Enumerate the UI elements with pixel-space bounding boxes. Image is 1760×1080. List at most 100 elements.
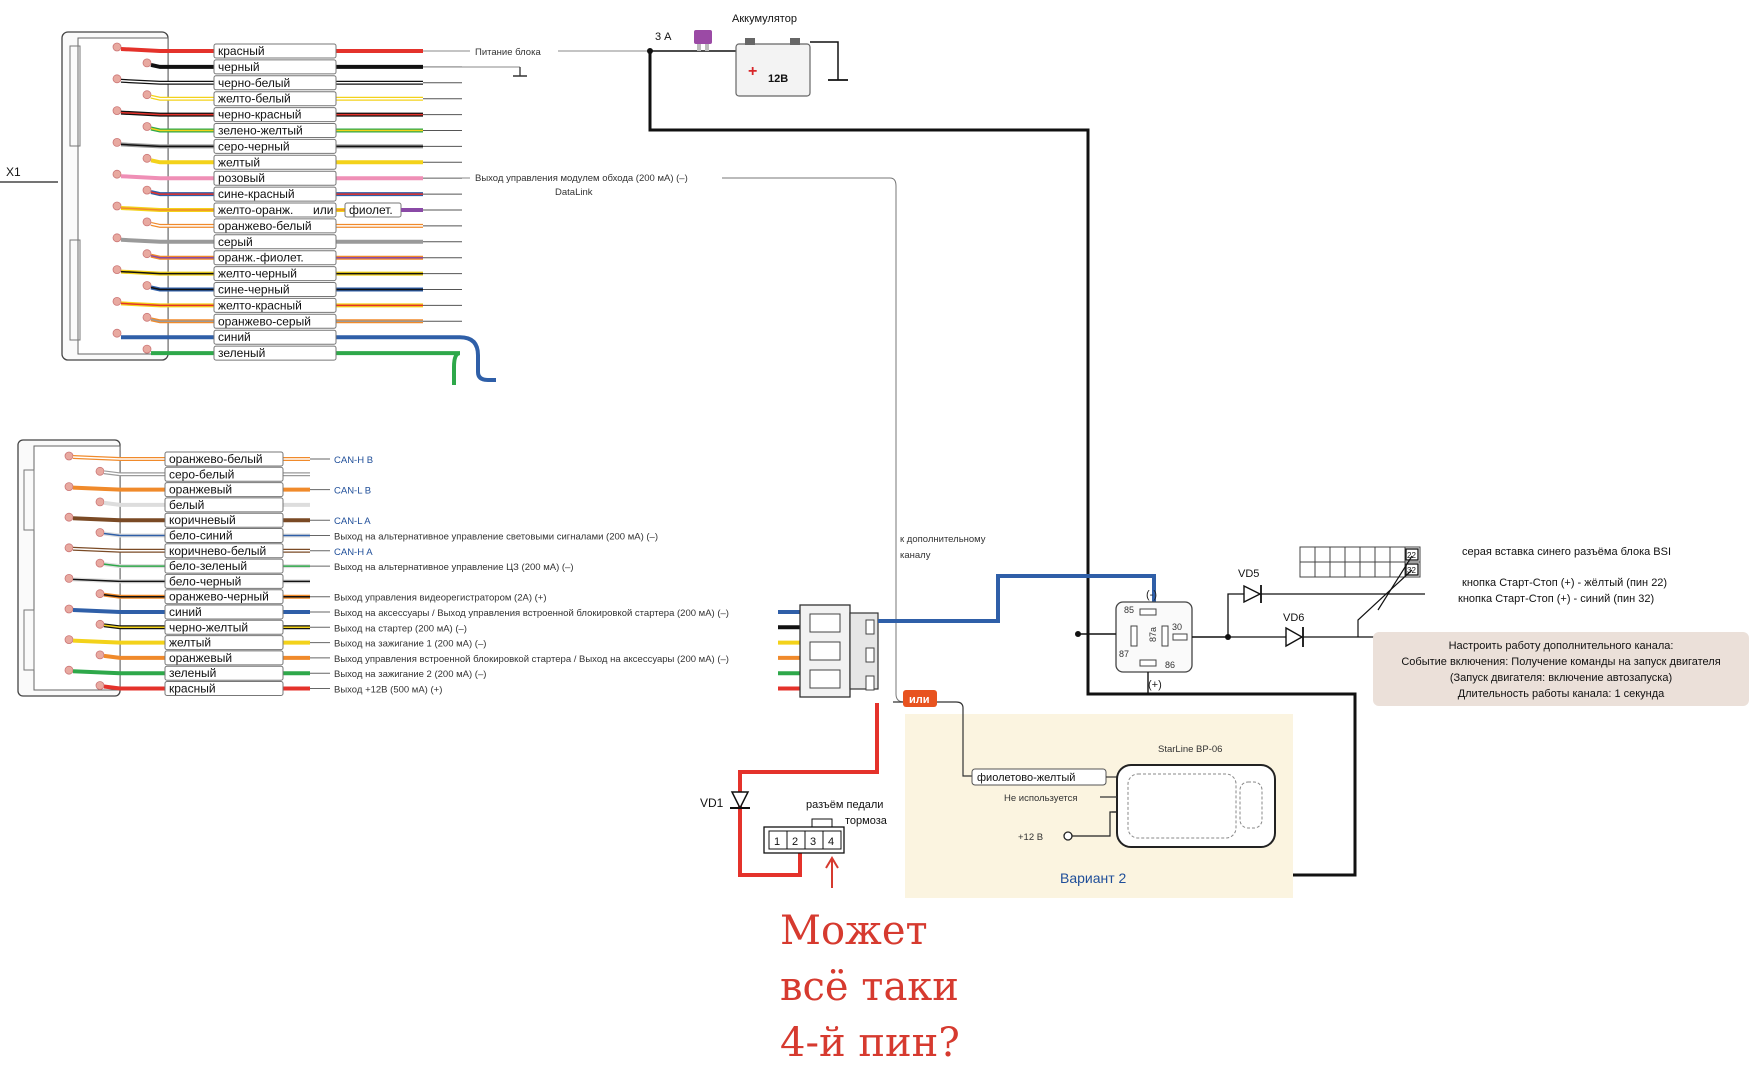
datalink-label: DataLink bbox=[555, 187, 593, 198]
x2-wire: черно-желтый bbox=[95, 619, 310, 635]
wire-label-box bbox=[213, 186, 337, 202]
x1-wire-label: зеленый bbox=[218, 346, 265, 360]
wire-label-box bbox=[213, 170, 337, 186]
x2-wire-desc: Выход на альтернативное управление ЦЗ (2… bbox=[334, 562, 574, 573]
pin-icon bbox=[95, 681, 105, 690]
x1-wire-label: зелено-желтый bbox=[218, 124, 303, 138]
x2-wire-label: оранжевый bbox=[169, 651, 232, 665]
wire-label-box bbox=[213, 91, 337, 107]
x1-wire: оранж.-фиолет. bbox=[142, 249, 462, 266]
battery-title: Аккумулятор bbox=[732, 13, 797, 25]
x2-wire-desc: Выход на аксессуары / Выход управления в… bbox=[334, 608, 729, 619]
note-line-4: Длительность работы канала: 1 секунда bbox=[1458, 688, 1665, 700]
x1-wire-label: желто-белый bbox=[218, 92, 291, 106]
arrow-up-icon bbox=[825, 856, 839, 888]
wire-label-box bbox=[164, 589, 284, 605]
x1-wire-label: красный bbox=[218, 44, 265, 58]
x2-wire: синий bbox=[64, 604, 310, 620]
x1-wire-label: оранжево-серый bbox=[218, 314, 311, 328]
x1-wire-label: черно-белый bbox=[218, 76, 290, 90]
x2-wire: красный bbox=[95, 681, 310, 696]
x1-wire: серо-черный bbox=[112, 137, 462, 154]
x2-wire-label: оранжевый bbox=[169, 483, 232, 497]
x2-wire-label: бело-черный bbox=[169, 574, 241, 588]
vd6-diode-icon bbox=[1285, 626, 1304, 648]
vd5-diode-icon bbox=[1243, 584, 1262, 604]
x2-wire-desc: CAN-L B bbox=[334, 486, 371, 497]
pin-icon bbox=[142, 344, 152, 354]
wire-label-box bbox=[164, 558, 284, 574]
note-line-3: (Запуск двигателя: включение автозапуска… bbox=[1450, 672, 1672, 684]
wire-label-box bbox=[213, 282, 337, 297]
x1-alt-label: фиолет. bbox=[349, 203, 393, 217]
x2-wire-label: черно-желтый bbox=[169, 620, 248, 634]
bsi-connector: 22 32 bbox=[1299, 546, 1421, 578]
pin-icon bbox=[64, 482, 74, 492]
wire-label-box bbox=[213, 345, 337, 361]
relay-pin-87: 87 bbox=[1119, 649, 1129, 659]
x2-wire-label: синий bbox=[169, 605, 202, 619]
wire-label-box bbox=[213, 138, 337, 154]
fuse-icon bbox=[694, 30, 712, 51]
x2-wire: оранжевый bbox=[64, 482, 310, 498]
starline-module bbox=[1116, 764, 1276, 848]
starline-wire-label: фиолетово-желтый bbox=[977, 772, 1075, 784]
x2-wire-label: белый bbox=[169, 498, 204, 512]
pin-icon bbox=[95, 619, 105, 629]
x2-wire-desc: Выход управления встроенной блокировкой … bbox=[334, 654, 729, 665]
starline-device-label: StarLine BP-06 bbox=[1158, 744, 1222, 755]
pin-icon bbox=[95, 466, 105, 476]
x1-wire: розовый bbox=[112, 169, 462, 186]
wire-label-box bbox=[164, 497, 284, 513]
ili-badge: или bbox=[909, 694, 930, 706]
x2-wire-harness: оранжево-белыйсеро-белыйоранжевыйбелыйко… bbox=[64, 451, 310, 696]
x1-wire-label: оранж.-фиолет. bbox=[218, 251, 304, 265]
bypass-output-label: Выход управления модулем обхода (200 мА)… bbox=[475, 173, 688, 184]
x2-wire-desc: CAN-H A bbox=[334, 547, 373, 558]
wire-label-box bbox=[164, 573, 284, 589]
x2-wire: оранжево-белый bbox=[64, 451, 310, 467]
x2-wire: оранжево-черный bbox=[95, 589, 310, 605]
pedal-pin-2: 2 bbox=[792, 836, 798, 848]
x2-wire-label: оранжево-черный bbox=[169, 590, 269, 604]
variant2-title: Вариант 2 bbox=[1060, 870, 1127, 886]
battery-icon: + 12В bbox=[735, 38, 811, 97]
pin-icon bbox=[64, 604, 74, 614]
x2-wire: бело-черный bbox=[64, 573, 310, 589]
x1-label: X1 bbox=[6, 165, 21, 179]
pin-icon bbox=[142, 217, 152, 227]
wire-label-box bbox=[164, 512, 284, 528]
handwritten-line-3: 4-й пин? bbox=[780, 1020, 960, 1066]
x1-wire-label: черно-красный bbox=[218, 108, 301, 122]
bsi-title: серая вставка синего разъёма блока BSI bbox=[1462, 546, 1671, 558]
x2-wire-label: бело-синий bbox=[169, 529, 233, 543]
x1-wire-label: сине-черный bbox=[218, 283, 290, 297]
vd1-label: VD1 bbox=[700, 796, 724, 810]
output-connector bbox=[799, 604, 879, 698]
note-line-1: Настроить работу дополнительного канала: bbox=[1449, 640, 1674, 652]
wire-label-box bbox=[164, 466, 284, 482]
x2-wire: белый bbox=[95, 497, 310, 513]
pin-icon bbox=[95, 650, 105, 660]
x1-wire: зелено-желтый bbox=[142, 122, 462, 138]
x1-wire: желтый bbox=[142, 153, 462, 170]
pin-icon bbox=[64, 543, 74, 553]
pedal-label-1: разъём педали bbox=[806, 799, 883, 811]
wire-label-box bbox=[213, 123, 337, 138]
wire-label-box bbox=[213, 59, 337, 75]
x1-ili-label: или bbox=[313, 203, 333, 217]
x1-annotations: Питание блока Выход управления модулем о… bbox=[423, 47, 905, 703]
wire-label-box bbox=[213, 75, 337, 91]
pedal-pin-3: 3 bbox=[810, 836, 816, 848]
pin-icon bbox=[112, 169, 122, 179]
wire-label-box bbox=[213, 234, 337, 250]
battery-voltage: 12В bbox=[768, 73, 788, 85]
bsi-line-2: кнопка Старт-Стоп (+) - синий (пин 32) bbox=[1458, 593, 1654, 605]
pin-icon bbox=[112, 201, 122, 211]
handwritten-line-1: Может bbox=[780, 908, 928, 954]
pin-icon bbox=[95, 528, 105, 537]
x2-wire-label: красный bbox=[169, 682, 216, 696]
x2-wire-desc: CAN-H B bbox=[334, 455, 373, 466]
wire-label-box bbox=[213, 250, 337, 266]
